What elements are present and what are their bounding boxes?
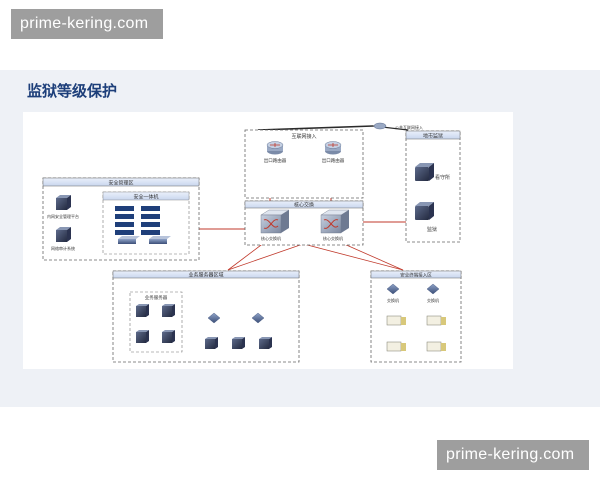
workstation-icon <box>386 315 406 326</box>
remote-site-1-label: 看守所 <box>435 174 450 181</box>
core-switch-icon <box>320 209 350 234</box>
server-icon <box>205 337 218 349</box>
security-platform-label: 内网安全管理平台 <box>47 213 79 219</box>
workstation-icon <box>426 315 446 326</box>
workstation-icon <box>426 341 446 352</box>
internet-link-label: 公共互联网接入 <box>395 124 423 130</box>
network-diagram: 互联网接入 出口路由器 出口路由器 <box>23 112 513 369</box>
core-switch-1-label: 核心交换机 <box>261 235 281 241</box>
server-icon <box>136 330 149 343</box>
zone-security-management: 安全管理区 内网安全管理平台 网络审计系统 安全一体机 <box>42 177 200 261</box>
cloud-router-icon <box>373 122 387 130</box>
zone-internet-label: 互联网接入 <box>291 133 316 140</box>
appliance-icon <box>118 236 140 244</box>
core-switch-icon <box>260 209 290 234</box>
zone-core-switch: 核心交换 核心交换机 核心交换机 <box>244 200 364 246</box>
appliance-icon <box>149 236 171 244</box>
switch-icon <box>386 283 400 295</box>
router-1-label: 出口路由器 <box>264 157 287 164</box>
switch-icon <box>426 283 440 295</box>
server-icon <box>162 330 175 343</box>
router-2-label: 出口路由器 <box>322 157 345 164</box>
zone-remote-label: 地市监狱 <box>423 133 443 140</box>
core-switch-2-label: 核心交换机 <box>323 235 343 241</box>
zone-terminal-access: 安全终端接入区 交换机 交换机 <box>370 270 462 363</box>
server-icon <box>415 163 434 181</box>
switch-icon <box>251 312 265 324</box>
internet-link: 公共互联网接入 <box>373 122 423 130</box>
workstation-icon <box>386 341 406 352</box>
zone-core-label: 核心交换 <box>294 202 314 209</box>
terminal-switch-1-label: 交换机 <box>387 297 399 303</box>
server-icon <box>56 195 71 210</box>
server-icon <box>232 337 245 349</box>
watermark-bottom: prime-kering.com <box>437 440 589 470</box>
server-icon <box>56 227 71 242</box>
server-icon <box>162 304 175 317</box>
server-icon <box>415 202 434 220</box>
terminal-switch-2-label: 交换机 <box>427 297 439 303</box>
server-icon <box>136 304 149 317</box>
zone-internet-access: 互联网接入 出口路由器 出口路由器 <box>244 129 364 199</box>
audit-system-label: 网络审计系统 <box>51 245 75 251</box>
slide: 监狱等级保护 <box>0 70 600 407</box>
security-modules <box>115 206 160 235</box>
server-icon <box>259 337 272 349</box>
watermark-top: prime-kering.com <box>11 9 163 39</box>
security-appliance-label: 安全一体机 <box>133 194 158 201</box>
zone-remote-sites: 地市监狱 看守所 监狱 <box>405 130 461 243</box>
slide-title: 监狱等级保护 <box>27 82 118 100</box>
router-icon <box>324 141 342 155</box>
remote-site-2-label: 监狱 <box>427 226 437 233</box>
zone-security-label: 安全管理区 <box>108 180 133 187</box>
router-icon <box>266 141 284 155</box>
switch-icon <box>207 312 221 324</box>
zone-business-label: 业务服务器区域 <box>188 272 223 279</box>
server-group-label: 业务服务器 <box>145 294 168 301</box>
zone-terminals-label: 安全终端接入区 <box>400 272 432 279</box>
zone-business-servers: 业务服务器区域 业务服务器 <box>112 270 300 363</box>
